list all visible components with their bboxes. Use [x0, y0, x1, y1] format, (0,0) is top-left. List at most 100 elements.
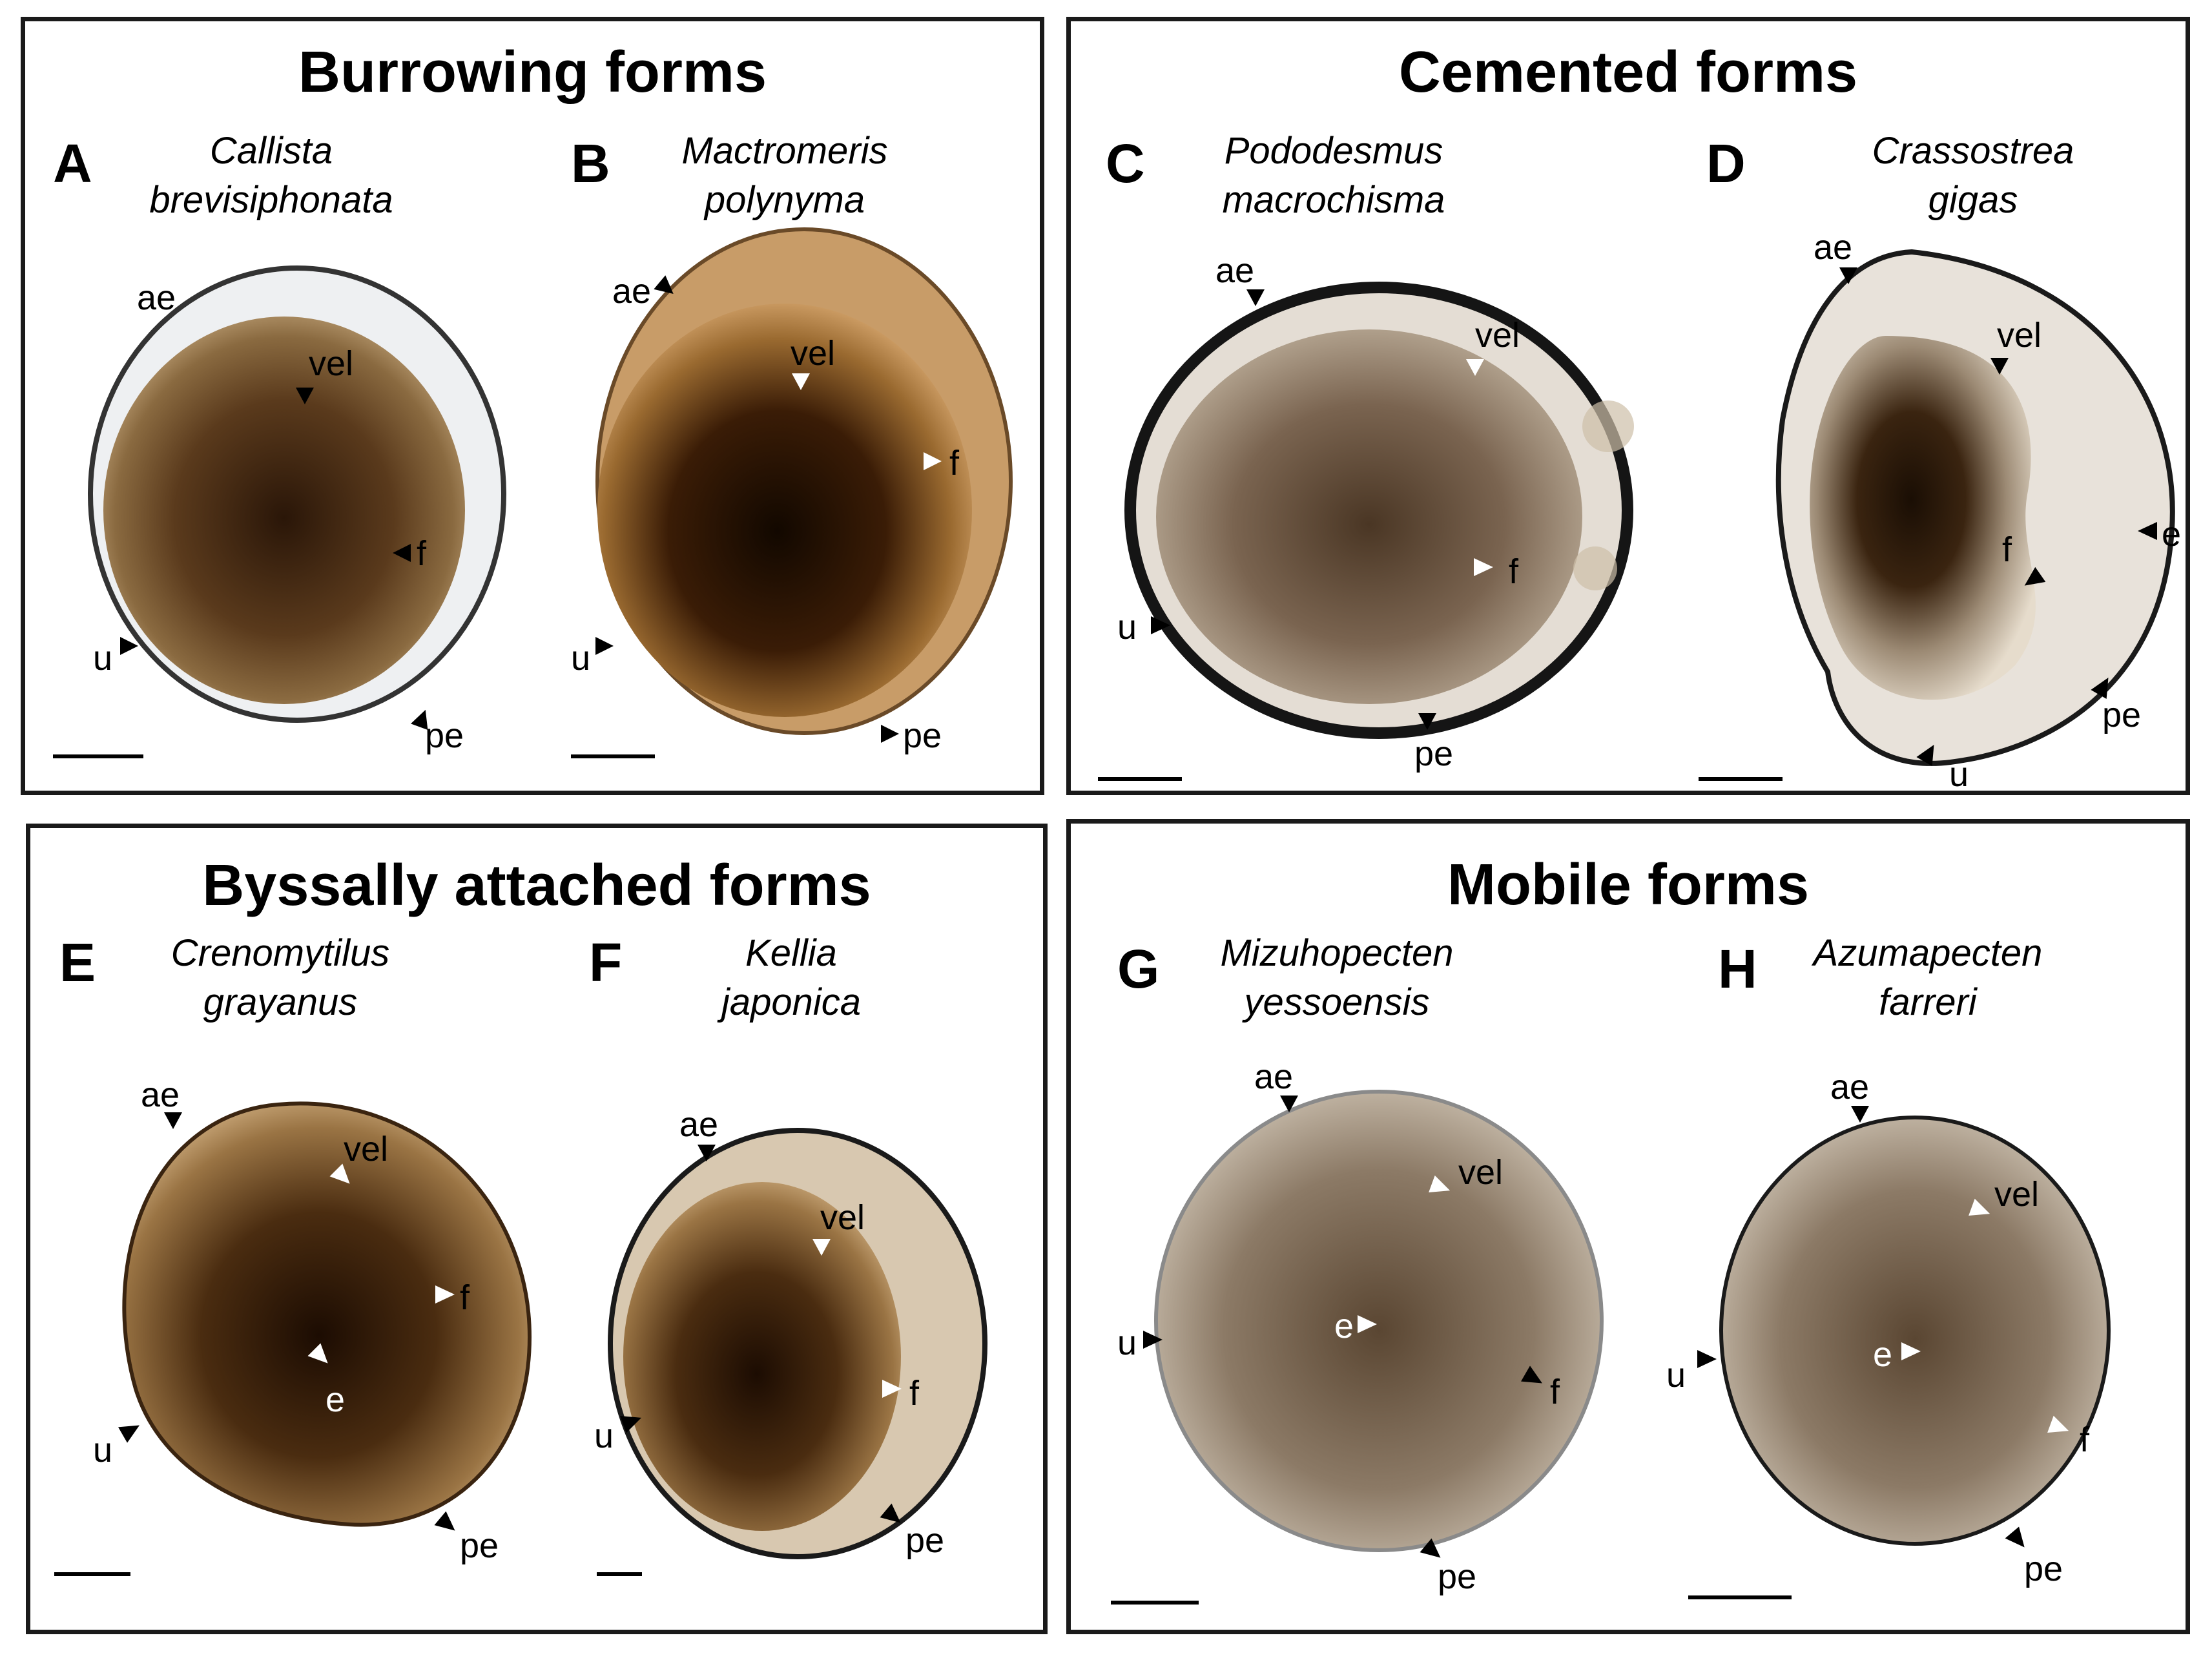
- marker-f-a: f: [417, 534, 427, 573]
- marker-u-d: u: [1949, 755, 1969, 794]
- scale-bar-d: [1699, 777, 1783, 781]
- species-name-d: Crassostrea gigas: [1792, 127, 2154, 225]
- arrow-e-g-icon: [1358, 1315, 1377, 1333]
- arrow-f-c-icon: [1474, 558, 1493, 576]
- scale-bar-b: [571, 754, 655, 758]
- arrow-ae-h-icon: [1851, 1106, 1869, 1123]
- scale-bar-f: [597, 1572, 642, 1576]
- marker-ae-e: ae: [141, 1075, 180, 1114]
- marker-u-g: u: [1117, 1324, 1137, 1362]
- marker-pe-f: pe: [905, 1521, 945, 1560]
- species-name-a: Callista brevisiphonata: [90, 127, 452, 225]
- epithet-c: macrochisma: [1222, 179, 1445, 221]
- arrow-vel-a-icon: [296, 388, 314, 404]
- arrow-e-d-icon: [2138, 522, 2157, 540]
- marker-ae-a: ae: [137, 278, 176, 317]
- panel-label-h: H: [1718, 939, 1757, 999]
- marker-u-b: u: [571, 639, 591, 678]
- marker-vel-b: vel: [791, 334, 836, 373]
- marker-vel-e: vel: [344, 1130, 389, 1169]
- marker-ae-b: ae: [612, 272, 652, 311]
- genus-c: Pododesmus: [1224, 130, 1443, 172]
- marker-e-h: e: [1873, 1335, 1893, 1374]
- marker-pe-h: pe: [2024, 1550, 2063, 1588]
- species-name-e: Crenomytilus grayanus: [99, 929, 461, 1027]
- arrow-u-g-icon: [1143, 1331, 1163, 1349]
- marker-vel-h: vel: [1994, 1175, 2040, 1214]
- arrow-u-h-icon: [1697, 1350, 1717, 1368]
- scale-bar-a: [53, 754, 143, 758]
- scale-bar-c: [1098, 777, 1182, 781]
- marker-f-b: f: [949, 444, 960, 483]
- marker-pe-a: pe: [425, 716, 464, 755]
- marker-ae-d: ae: [1814, 228, 1853, 267]
- marker-ae-f: ae: [679, 1105, 719, 1144]
- arrow-f-f-icon: [882, 1380, 902, 1398]
- marker-vel-a: vel: [309, 344, 354, 383]
- epithet-f: japonica: [721, 981, 862, 1023]
- marker-vel-g: vel: [1458, 1153, 1504, 1192]
- arrow-vel-f-icon: [812, 1239, 831, 1256]
- scale-bar-e: [54, 1572, 130, 1576]
- scale-bar-g: [1111, 1601, 1199, 1605]
- marker-u-f: u: [594, 1417, 614, 1455]
- marker-u-h: u: [1666, 1356, 1686, 1395]
- arrow-u-a-icon: [120, 637, 138, 655]
- marker-e-e: e: [326, 1380, 346, 1419]
- arrow-e-h-icon: [1901, 1342, 1921, 1360]
- arrow-u-b-icon: [595, 637, 614, 655]
- marker-pe-g: pe: [1438, 1557, 1477, 1596]
- arrow-pe-c-icon: [1418, 713, 1436, 730]
- marker-ae-g: ae: [1254, 1057, 1294, 1096]
- marker-f-g: f: [1550, 1373, 1560, 1411]
- marker-ae-c: ae: [1215, 251, 1255, 290]
- marker-pe-b: pe: [903, 716, 942, 755]
- panel-label-c: C: [1106, 133, 1145, 194]
- arrow-ae-c-icon: [1246, 289, 1265, 306]
- arrow-pe-b-icon: [881, 725, 899, 743]
- species-name-c: Pododesmus macrochisma: [1153, 127, 1514, 225]
- genus-g: Mizuhopecten: [1220, 932, 1454, 974]
- epithet-h: farreri: [1879, 981, 1977, 1023]
- group-title-burrowing: Burrowing forms: [298, 40, 767, 105]
- species-name-f: Kellia japonica: [610, 929, 972, 1027]
- marker-u-c: u: [1117, 608, 1137, 647]
- marker-vel-f: vel: [820, 1198, 865, 1237]
- species-name-g: Mizuhopecten yessoensis: [1156, 929, 1518, 1027]
- panel-label-d: D: [1706, 133, 1746, 194]
- panel-label-b: B: [571, 133, 610, 194]
- arrow-vel-b-icon: [792, 373, 810, 390]
- marker-vel-c: vel: [1475, 316, 1520, 355]
- marker-vel-d: vel: [1997, 316, 2042, 355]
- arrow-ae-g-icon: [1280, 1096, 1298, 1112]
- panel-label-e: E: [59, 932, 96, 993]
- marker-e-g: e: [1334, 1307, 1354, 1345]
- arrow-f-e-icon: [435, 1285, 455, 1304]
- genus-b: Mactromeris: [681, 130, 888, 172]
- marker-f-e: f: [460, 1278, 470, 1317]
- genus-d: Crassostrea: [1872, 130, 2074, 172]
- arrow-f-a-icon: [393, 544, 411, 562]
- arrow-vel-c-icon: [1466, 359, 1484, 376]
- arrow-vel-d-icon: [1990, 358, 2009, 375]
- genus-h: Azumapecten: [1813, 932, 2043, 974]
- epithet-g: yessoensis: [1244, 981, 1430, 1023]
- marker-pe-e: pe: [460, 1526, 499, 1565]
- panel-label-f: F: [589, 932, 623, 993]
- group-title-cemented: Cemented forms: [1398, 40, 1858, 105]
- arrow-u-c-icon: [1151, 616, 1170, 634]
- species-name-b: Mactromeris polynyma: [604, 127, 966, 225]
- marker-pe-d: pe: [2102, 696, 2142, 734]
- marker-f-f: f: [909, 1374, 920, 1413]
- marker-u-e: u: [93, 1431, 113, 1470]
- genus-a: Callista: [209, 130, 333, 172]
- marker-u-a: u: [93, 639, 113, 678]
- panel-label-a: A: [53, 133, 92, 194]
- genus-f: Kellia: [745, 932, 837, 974]
- epithet-b: polynyma: [704, 179, 865, 221]
- marker-f-d: f: [2002, 530, 2012, 569]
- epithet-e: grayanus: [203, 981, 358, 1023]
- marker-e-d: e: [2162, 515, 2182, 554]
- group-title-byssal: Byssally attached forms: [202, 853, 871, 918]
